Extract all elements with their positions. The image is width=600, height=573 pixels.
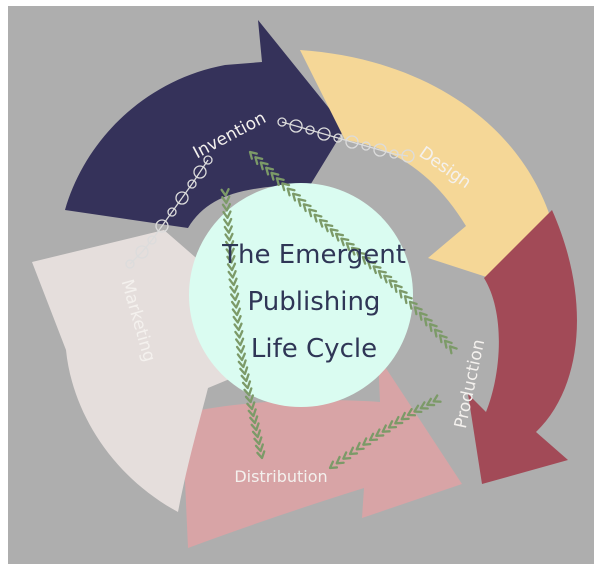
chain-bead	[289, 119, 303, 133]
chain-link-segment	[365, 145, 381, 151]
chain-link-segment	[199, 159, 209, 173]
publishing-cycle-diagram: Invention Design Production Distribution…	[8, 6, 594, 564]
chain-bead	[345, 135, 359, 149]
chain-link-segment	[393, 153, 409, 157]
chain-link-segment	[337, 137, 353, 143]
chain-link-segment	[181, 183, 193, 199]
chain-bead	[373, 143, 387, 157]
invention-arrow	[65, 20, 345, 228]
distribution-arrow	[182, 356, 462, 548]
chain-bead	[155, 219, 169, 233]
chain-bead	[175, 191, 189, 205]
chain-bead	[277, 117, 287, 127]
chain-link-segment	[323, 133, 339, 139]
chain-bead	[187, 179, 197, 189]
chain-link-segment	[141, 239, 153, 253]
chain-bead	[317, 127, 331, 141]
chain-bead	[147, 235, 157, 245]
chain-link-segment	[191, 171, 201, 185]
chain-link-segment	[281, 121, 297, 127]
chain-link-segment	[171, 197, 183, 213]
marketing-arrow	[32, 230, 232, 512]
production-arrow	[468, 210, 577, 484]
chain-link-segment	[129, 251, 143, 265]
chain-link-segment	[295, 125, 311, 131]
chain-link-segment	[351, 141, 367, 147]
center-title-line-1: The Emergent	[221, 240, 406, 270]
center-title-line-2: Publishing	[248, 287, 381, 317]
center-title-line-3: Life Cycle	[251, 334, 377, 364]
chain-bead	[305, 125, 315, 135]
chain-link-segment	[151, 225, 163, 241]
chain-bead	[125, 259, 135, 269]
center-circle	[189, 183, 413, 407]
chain-bead	[333, 133, 343, 143]
chain-bead	[193, 165, 207, 179]
chain-link-segment	[309, 129, 325, 135]
chain-bead	[203, 155, 213, 165]
chain-bead	[135, 245, 149, 259]
stage-label-distribution: Distribution	[234, 467, 327, 486]
chain-bead	[167, 207, 177, 217]
chain-bead	[401, 149, 415, 163]
chain-bead	[361, 141, 371, 151]
diagram-frame: Invention Design Production Distribution…	[8, 6, 594, 564]
chain-link-segment	[161, 211, 173, 227]
chain-link-segment	[379, 149, 395, 155]
design-arrow	[300, 50, 562, 283]
chain-links	[125, 117, 415, 269]
